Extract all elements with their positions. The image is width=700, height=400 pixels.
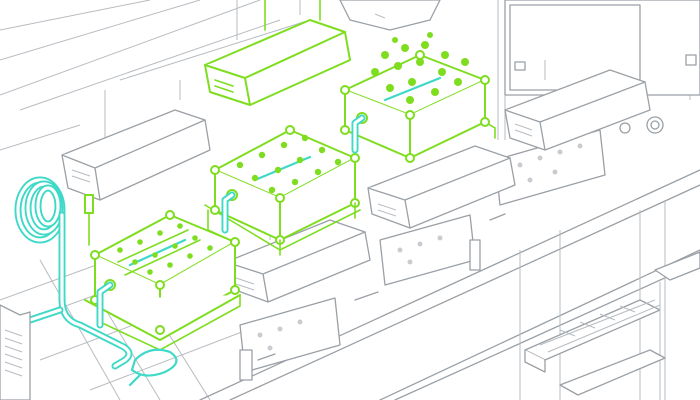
grow-light-left: [61, 80, 211, 201]
grow-light-top-center: [339, 0, 441, 31]
control-box: [0, 304, 31, 400]
grow-light-lower: [225, 210, 371, 303]
plants-bed-front: [117, 223, 213, 275]
grow-bed-back: [340, 32, 496, 163]
water-hose-system: [14, 114, 366, 387]
plants-bed-back: [371, 32, 469, 104]
wall-rack-lower-right: [524, 251, 700, 400]
green-supports: [84, 194, 356, 256]
wall-cabinet: [504, 0, 700, 96]
grow-light-right-upper: [504, 60, 651, 151]
plants-bed-middle: [236, 134, 342, 194]
grow-light-middle: [367, 110, 516, 229]
grow-light-highlighted: [204, 0, 351, 106]
grow-bed-front: [84, 210, 241, 351]
hose-reel: [14, 176, 66, 244]
grey-plants: [257, 143, 583, 351]
